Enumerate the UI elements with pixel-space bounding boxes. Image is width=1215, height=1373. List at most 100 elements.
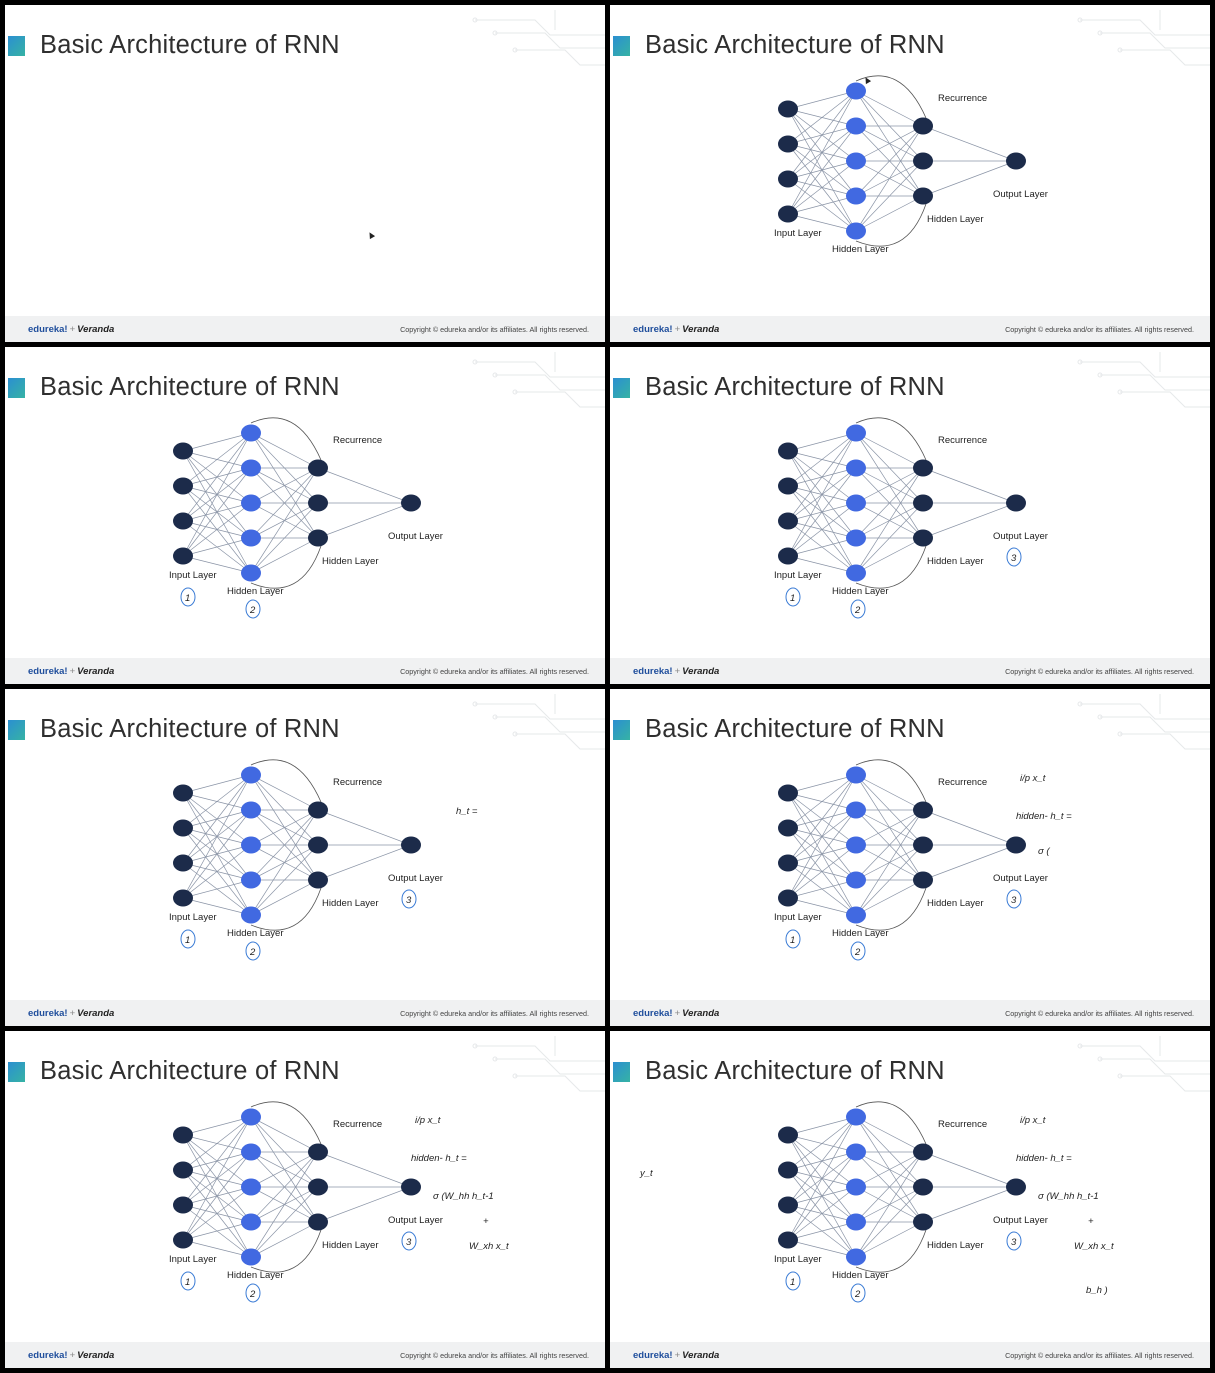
connection-line	[787, 1116, 857, 1206]
neuron-nodes	[173, 766, 421, 924]
connection-line	[787, 1186, 857, 1241]
rnn-diagram	[5, 5, 605, 342]
connection-line	[855, 160, 924, 232]
edureka-veranda-logo: edureka!+Veranda	[633, 1008, 719, 1019]
slide-footer: edureka!+Veranda Copyright © edureka and…	[610, 1342, 1210, 1368]
edureka-logo-text: edureka!	[28, 324, 68, 335]
connection-line	[317, 844, 412, 881]
connection-line	[787, 160, 857, 215]
connection-line	[787, 1239, 857, 1258]
connection-line	[855, 809, 924, 916]
connection-line	[922, 809, 1017, 846]
slide-footer: edureka!+Veranda Copyright © edureka and…	[5, 658, 605, 684]
connection-lines	[787, 432, 1017, 574]
recurrence-arc-top	[250, 759, 322, 803]
connection-line	[855, 125, 924, 197]
connection-line	[787, 90, 857, 180]
veranda-logo-text: Veranda	[77, 324, 115, 335]
connection-line	[855, 537, 924, 574]
handwritten-circle-3: 3	[1006, 1231, 1022, 1251]
input-neuron	[778, 784, 798, 802]
connection-line	[855, 195, 924, 232]
connection-line	[787, 537, 857, 557]
connection-line	[787, 125, 857, 215]
connection-line	[787, 213, 857, 232]
hidden-neuron-2	[913, 871, 933, 889]
connection-line	[250, 1151, 319, 1188]
connection-line	[182, 774, 252, 829]
handwritten-hidden: hidden- h_t =	[1016, 811, 1072, 822]
connection-line	[182, 879, 252, 899]
slide-grid: Basic Architecture of RNN edureka!+Veran…	[5, 5, 1210, 1368]
copyright-text: Copyright © edureka and/or its affiliate…	[400, 1009, 589, 1018]
hidden-neuron-1	[846, 564, 866, 582]
hidden-neuron-2	[913, 117, 933, 135]
connection-line	[855, 90, 924, 127]
connection-line	[855, 1151, 924, 1223]
hidden-neuron-1	[846, 1143, 866, 1161]
hidden-neuron-1	[241, 459, 261, 477]
logo-plus: +	[674, 324, 681, 335]
title-accent-square	[8, 378, 25, 398]
connection-line	[787, 1116, 857, 1241]
recurrence-arc-bottom	[250, 887, 322, 931]
connection-line	[182, 844, 252, 899]
svg-text:2: 2	[249, 1289, 256, 1300]
connection-line	[317, 502, 412, 539]
connection-line	[787, 774, 857, 794]
hidden-neuron-1	[241, 906, 261, 924]
recurrence-arc-top	[855, 417, 927, 461]
logo-plus: +	[674, 1008, 681, 1019]
svg-text:1: 1	[185, 593, 190, 604]
connection-line	[787, 1151, 857, 1241]
hidden-neuron-1	[846, 1248, 866, 1266]
connection-line	[250, 809, 319, 881]
connection-line	[787, 432, 857, 522]
hidden-neuron-1	[846, 906, 866, 924]
hidden-layer-label: Hidden Layer	[927, 556, 984, 567]
connection-line	[182, 774, 252, 899]
connection-lines	[182, 432, 412, 574]
svg-text:1: 1	[790, 1277, 795, 1288]
hidden-neuron-2	[308, 801, 328, 819]
handwritten-circle-2: 2	[245, 599, 261, 619]
handwritten-circle-1: 1	[785, 929, 801, 949]
hidden-neuron-1	[846, 766, 866, 784]
connection-line	[787, 195, 857, 215]
handwritten-wxh: W_xh x_t	[469, 1241, 509, 1252]
connection-line	[250, 809, 319, 846]
connection-line	[182, 1186, 252, 1241]
hidden-layer-label: Hidden Layer	[832, 586, 889, 597]
input-neuron	[173, 442, 193, 460]
connection-line	[787, 432, 857, 452]
input-neuron	[173, 512, 193, 530]
connection-line	[787, 1116, 857, 1136]
input-layer-label: Input Layer	[774, 228, 822, 239]
input-neuron	[173, 547, 193, 565]
connection-line	[250, 1221, 319, 1258]
hidden-neuron-1	[241, 1143, 261, 1161]
svg-text:2: 2	[249, 947, 256, 958]
hidden-neuron-2	[308, 871, 328, 889]
hidden-neuron-2	[913, 459, 933, 477]
connection-line	[787, 502, 857, 557]
connection-line	[182, 897, 252, 916]
connection-line	[182, 432, 252, 487]
connection-line	[787, 555, 857, 574]
output-neuron	[401, 494, 421, 512]
connection-line	[855, 1116, 924, 1153]
slide-footer: edureka!+Veranda Copyright © edureka and…	[5, 316, 605, 342]
connection-line	[182, 1221, 252, 1241]
hidden-layer-label: Hidden Layer	[227, 586, 284, 597]
hidden-neuron-1	[241, 871, 261, 889]
input-neuron	[173, 477, 193, 495]
connection-line	[250, 1151, 319, 1223]
input-neuron	[173, 889, 193, 907]
connection-line	[317, 1186, 412, 1223]
hidden-neuron-2	[308, 1213, 328, 1231]
